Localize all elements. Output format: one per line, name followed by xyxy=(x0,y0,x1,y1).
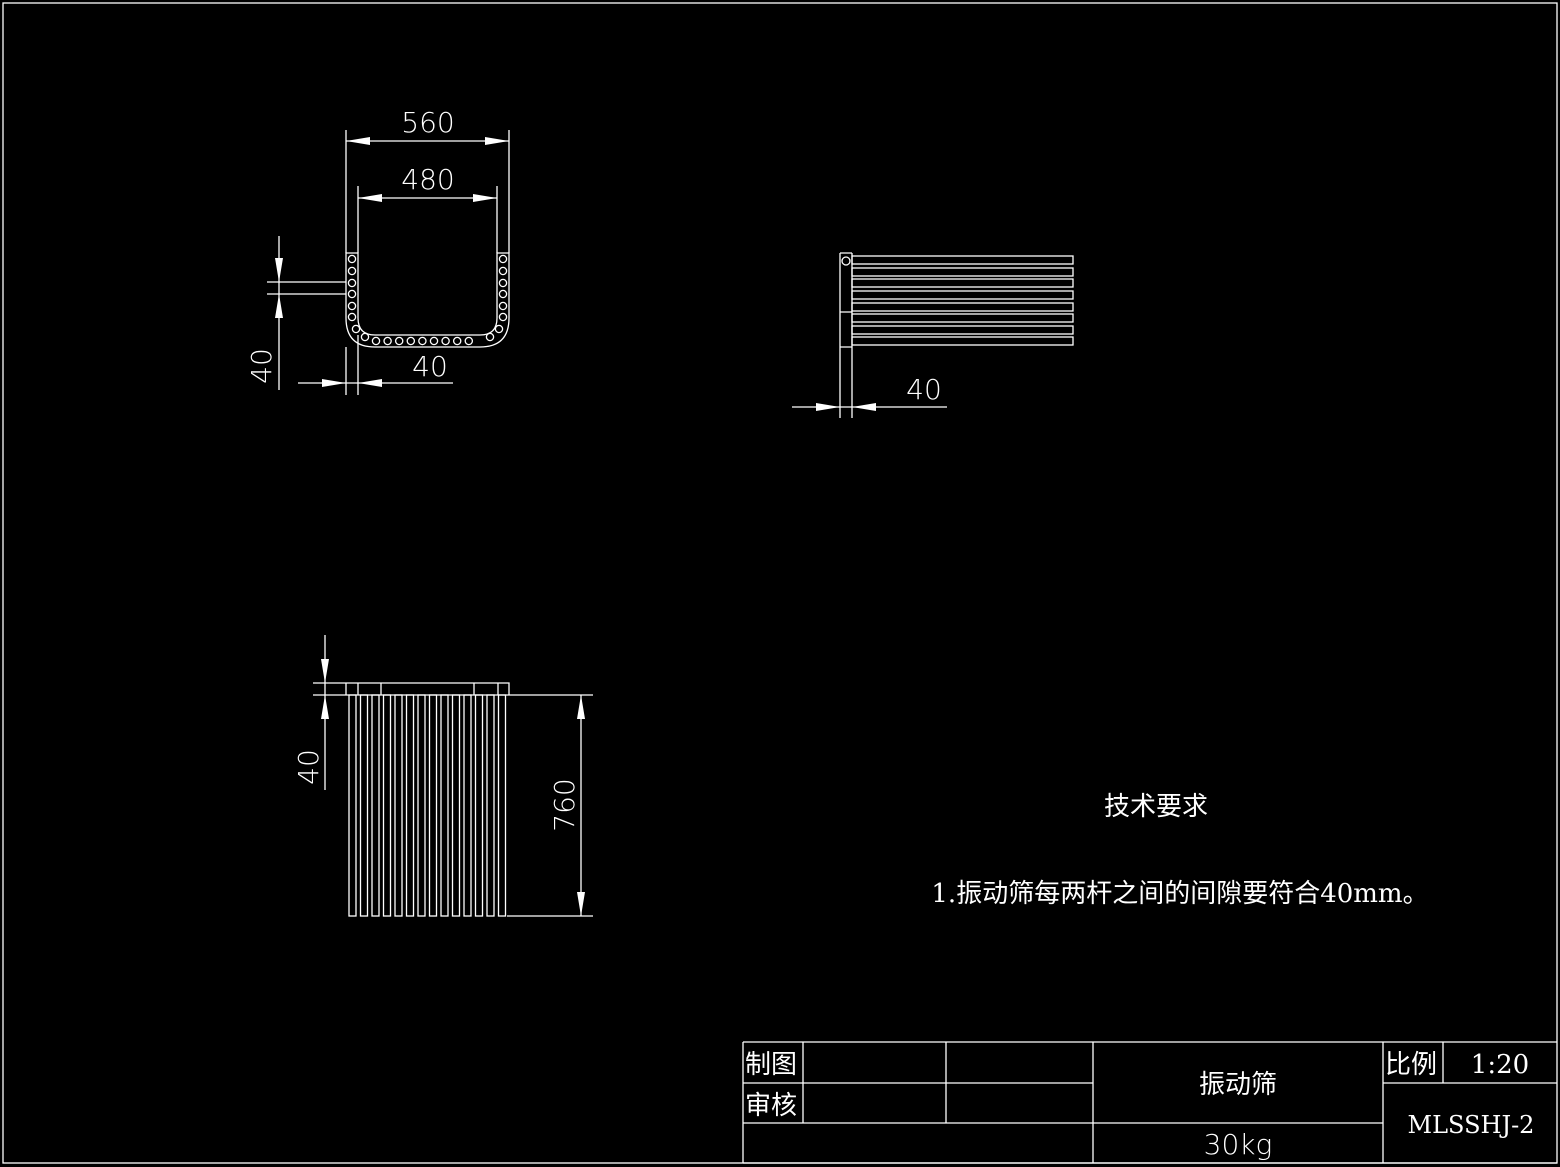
bar-hole xyxy=(498,301,508,311)
side-bars xyxy=(851,255,1074,346)
screen-bar xyxy=(851,302,1074,312)
dimension-560-lines xyxy=(345,130,510,253)
screen-bar xyxy=(371,694,380,917)
screen-bar xyxy=(851,313,1074,323)
bar-hole xyxy=(485,332,495,342)
screen-bar xyxy=(428,694,438,917)
scale-label: 比例 xyxy=(1385,1050,1437,1080)
bar-hole xyxy=(371,336,381,346)
screen-bar xyxy=(440,694,449,917)
bar-hole xyxy=(347,278,357,288)
screen-bar xyxy=(851,255,1074,265)
screen-bar xyxy=(394,694,403,917)
dimension-arrows xyxy=(322,379,382,387)
bar-hole xyxy=(351,324,361,334)
bar-hole xyxy=(498,289,508,299)
part-name: 振动筛 xyxy=(1199,1070,1277,1100)
reviewed-by-label: 审核 xyxy=(745,1091,797,1121)
bar-hole xyxy=(494,324,504,334)
screen-bar xyxy=(463,694,472,917)
drawn-by-label: 制图 xyxy=(745,1050,797,1080)
front-view: 760 40 xyxy=(292,635,593,917)
dimension-760-lines xyxy=(507,695,593,917)
tech-requirement-item: 1.振动筛每两杆之间的间隙要符合40mm。 xyxy=(931,879,1428,909)
dimension-760: 760 xyxy=(548,778,581,831)
bar-hole xyxy=(406,336,416,346)
bar-hole xyxy=(347,254,357,264)
tech-requirements-title: 技术要求 xyxy=(1104,792,1208,822)
screen-bar xyxy=(348,694,357,917)
front-bars xyxy=(348,694,507,917)
dimension-arrows xyxy=(816,403,876,411)
screen-bar xyxy=(359,694,369,917)
top-view: 560 480 40 40 xyxy=(245,106,510,395)
scale-value: 1:20 xyxy=(1471,1050,1529,1080)
screen-bar xyxy=(451,694,461,917)
dimension-post: 40 xyxy=(906,373,942,406)
bar-hole xyxy=(347,289,357,299)
screen-bar xyxy=(851,336,1074,346)
bar-hole xyxy=(452,336,462,346)
screen-bar xyxy=(382,694,392,917)
bar-hole xyxy=(394,336,404,346)
screen-bar xyxy=(851,278,1074,288)
bar-hole xyxy=(429,336,439,346)
screen-bar xyxy=(417,694,426,917)
dimension-arrows xyxy=(275,258,283,318)
bar-hole xyxy=(498,254,508,264)
dimension-480: 480 xyxy=(401,163,454,196)
dimension-plate: 40 xyxy=(292,749,325,785)
bar-holes xyxy=(347,254,508,346)
weight: 30kg xyxy=(1204,1128,1273,1161)
dimension-bar-spacing: 40 xyxy=(245,348,278,384)
bar-hole xyxy=(441,336,450,346)
mount-hole xyxy=(841,256,851,266)
screen-bar xyxy=(497,694,507,917)
screen-bar xyxy=(851,325,1074,335)
screen-bar xyxy=(474,694,484,917)
title-block-grid xyxy=(742,1041,1557,1164)
bar-hole xyxy=(347,301,357,311)
dimension-560: 560 xyxy=(401,106,454,139)
drawing-number: MLSSHJ-2 xyxy=(1408,1111,1535,1139)
bar-hole xyxy=(418,336,427,346)
screen-bar xyxy=(486,694,495,917)
bar-hole xyxy=(347,312,357,322)
bar-hole xyxy=(360,332,370,342)
dimension-wall: 40 xyxy=(412,350,448,383)
screen-u-profile xyxy=(345,252,510,348)
bar-hole xyxy=(498,266,508,276)
bar-hole xyxy=(347,266,357,276)
dimension-arrows xyxy=(577,695,585,916)
bar-hole xyxy=(464,336,474,346)
side-view: 40 xyxy=(792,252,1074,418)
top-plate xyxy=(313,682,593,696)
dimension-arrows xyxy=(321,659,329,719)
screen-bar xyxy=(851,290,1074,300)
post xyxy=(839,252,853,418)
bar-hole xyxy=(383,336,392,346)
bar-hole xyxy=(498,278,508,288)
title-block: 制图 审核 振动筛 30kg 比例 1:20 MLSSHJ-2 xyxy=(742,1041,1557,1164)
screen-bar xyxy=(405,694,415,917)
bar-hole xyxy=(498,312,508,322)
screen-bar xyxy=(851,267,1074,277)
